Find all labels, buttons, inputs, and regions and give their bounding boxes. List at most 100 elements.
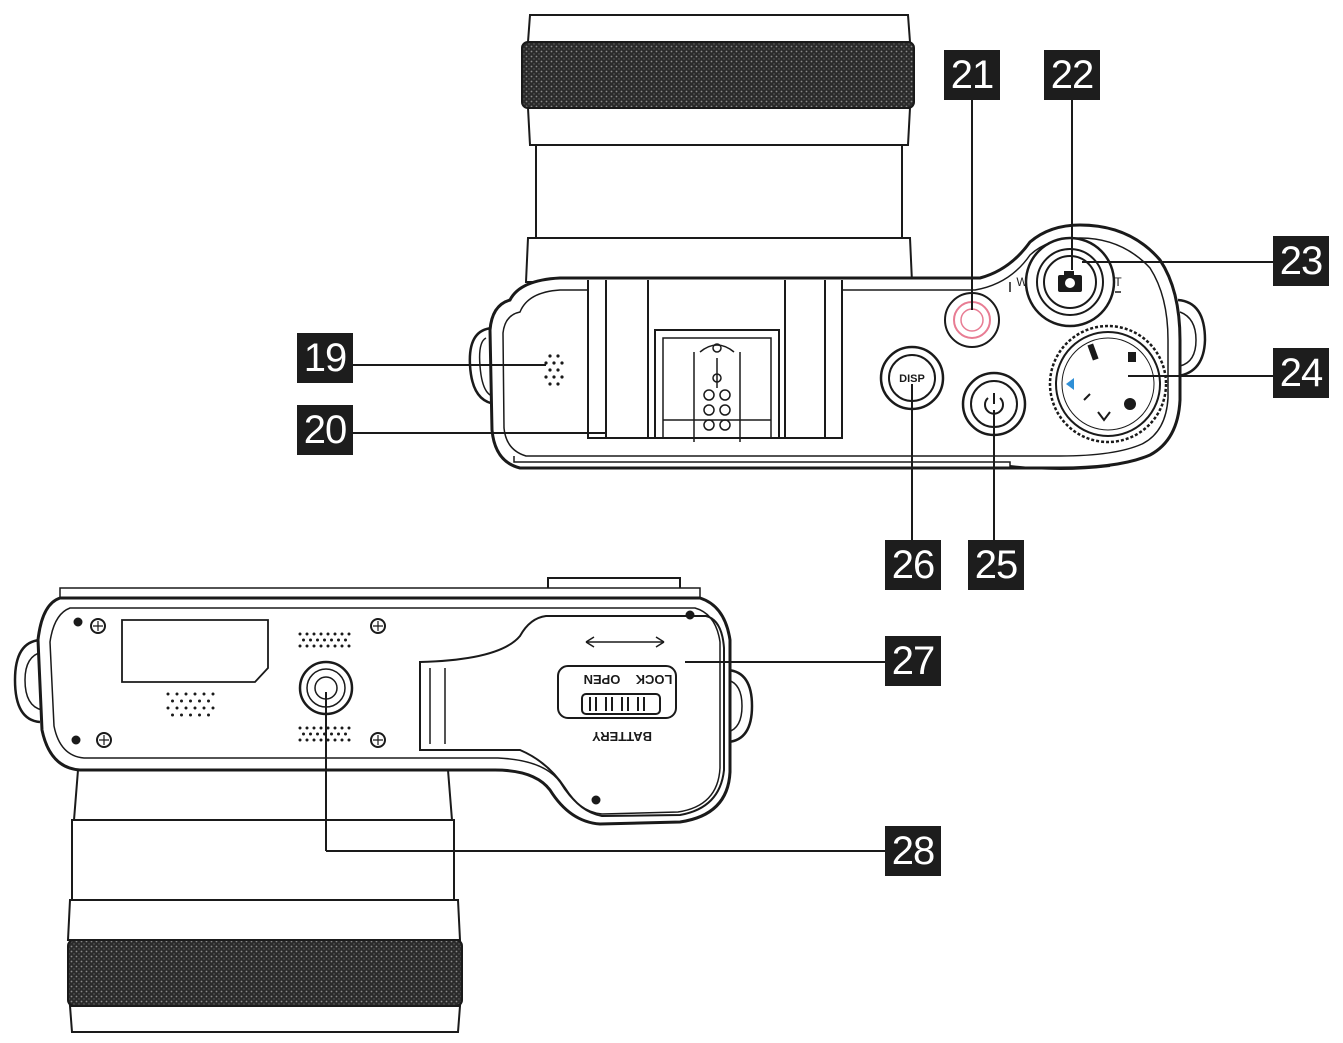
mic-hole (326, 726, 330, 730)
mic-hole (184, 692, 188, 696)
mic-hole (347, 726, 351, 730)
mic-hole (340, 644, 344, 648)
mic-hole (326, 644, 330, 648)
mic-hole (171, 713, 174, 717)
callout-23: 23 (1273, 236, 1329, 286)
mic-hole (312, 644, 316, 648)
zoom-wide-label: W (1016, 275, 1028, 289)
callout-26: 26 (885, 540, 941, 590)
mic-hole (198, 713, 201, 717)
mic-hole (180, 713, 183, 717)
callout-21: 21 (944, 50, 1000, 100)
mic-hole (326, 632, 330, 636)
screws (71, 610, 695, 805)
mic-hole (175, 692, 179, 696)
mic-hole (333, 632, 337, 636)
mic-hole (298, 726, 302, 730)
callout-27: 27 (885, 636, 941, 686)
mic-hole (184, 706, 188, 710)
mic-hole (298, 644, 302, 648)
mic-hole (323, 638, 326, 642)
lock-label: LOCK (635, 672, 672, 687)
mic-hole (319, 726, 323, 730)
microphone-holes (166, 632, 351, 742)
shutter-button (1024, 236, 1116, 328)
mic-hole (166, 706, 170, 710)
mic-hole (202, 692, 206, 696)
mic-hole (175, 706, 179, 710)
mode-dial (1048, 324, 1168, 444)
mic-hole (305, 644, 309, 648)
mic-hole (347, 632, 351, 636)
mic-hole (171, 699, 174, 703)
mic-hole (312, 632, 316, 636)
mic-hole (337, 638, 340, 642)
mic-hole (302, 732, 305, 736)
disp-label: DISP (899, 373, 925, 385)
mic-hole (316, 732, 319, 736)
mic-hole (319, 644, 323, 648)
mic-hole (298, 632, 302, 636)
mic-hole (340, 726, 344, 730)
mic-hole (312, 726, 316, 730)
mic-hole (193, 692, 197, 696)
battery-door (419, 615, 725, 818)
mic-hole (347, 644, 351, 648)
mic-hole (298, 738, 302, 742)
speaker-holes (544, 354, 564, 386)
mic-hole (326, 738, 330, 742)
mic-hole (340, 632, 344, 636)
mic-hole (333, 644, 337, 648)
bottom-lens-barrel (66, 769, 463, 1033)
mic-hole (316, 638, 319, 642)
bottom-body-outline (36, 596, 732, 826)
mic-hole (207, 713, 210, 717)
callout-19: 19 (297, 333, 353, 383)
zoom-button (944, 292, 1000, 348)
mic-hole (344, 638, 347, 642)
mic-hole (319, 632, 323, 636)
zoom-tele-label: T (1114, 275, 1122, 289)
mic-hole (333, 738, 337, 742)
power-button (961, 371, 1027, 437)
callout-24: 24 (1273, 348, 1329, 398)
mic-hole (202, 706, 206, 710)
callout-22: 22 (1044, 50, 1100, 100)
mic-hole (305, 632, 309, 636)
mic-hole (305, 726, 309, 730)
hot-shoe (587, 280, 843, 442)
mic-hole (198, 699, 201, 703)
tripod-socket (298, 660, 354, 716)
mic-hole (337, 732, 340, 736)
mic-hole (312, 738, 316, 742)
callout-20: 20 (297, 405, 353, 455)
top-lens-barrel (521, 14, 915, 283)
mic-hole (340, 738, 344, 742)
mic-hole (166, 692, 170, 696)
mic-hole (211, 706, 215, 710)
mic-hole (189, 699, 192, 703)
bottom-view (13, 577, 754, 1033)
mic-hole (305, 738, 309, 742)
mic-hole (347, 738, 351, 742)
battery-label: BATTERY (592, 729, 652, 744)
mic-hole (207, 699, 210, 703)
mic-hole (193, 706, 197, 710)
mic-hole (319, 738, 323, 742)
mic-hole (344, 732, 347, 736)
callout-25: 25 (968, 540, 1024, 590)
mic-hole (309, 638, 312, 642)
leader-lines (325, 100, 1273, 852)
mic-hole (330, 732, 333, 736)
mic-hole (302, 638, 305, 642)
mic-hole (333, 726, 337, 730)
mic-hole (330, 638, 333, 642)
top-view (468, 14, 1207, 470)
mic-hole (189, 713, 192, 717)
callout-28: 28 (885, 826, 941, 876)
mic-hole (211, 692, 215, 696)
mic-hole (309, 732, 312, 736)
open-label: OPEN (584, 672, 621, 687)
